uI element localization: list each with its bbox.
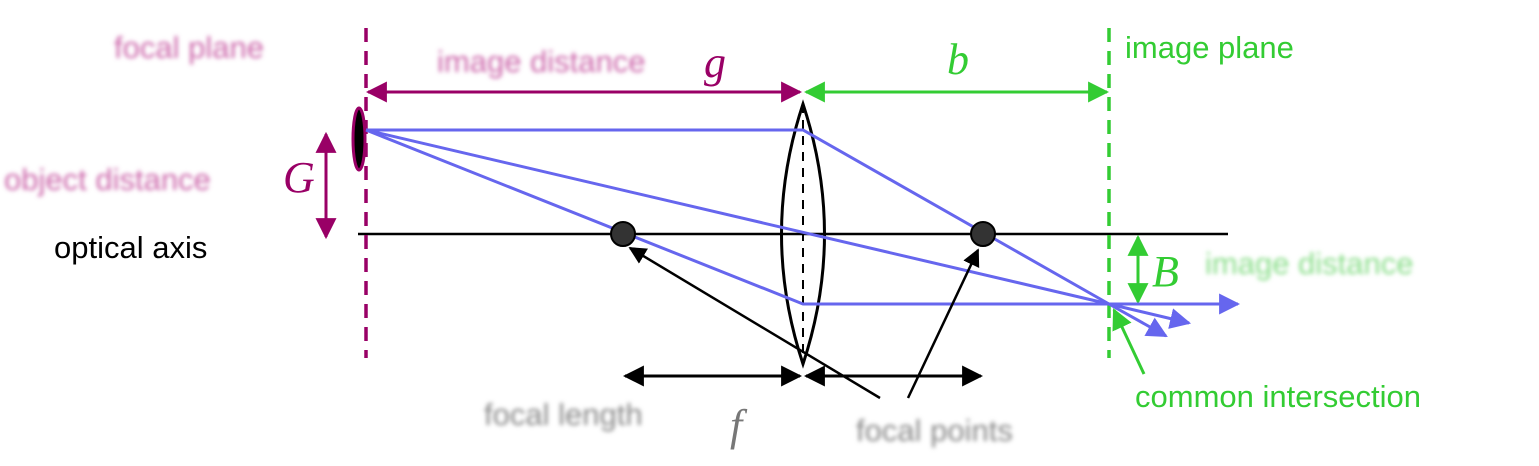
focal-point-left <box>610 221 636 247</box>
ray-parallel <box>366 128 1110 306</box>
focal-points-word-obscured: focal points <box>856 413 1013 448</box>
focal-pointer-right <box>906 248 980 399</box>
object-size-word-obscured: object distance <box>4 162 211 197</box>
ray-focal <box>365 128 1109 306</box>
focal-length-word-obscured: focal length <box>484 397 643 432</box>
focal-plane-label-obscured: focal plane <box>114 30 264 65</box>
optical-axis-label: optical axis <box>54 230 207 265</box>
image-plane-label: image plane <box>1125 30 1294 65</box>
image-distance-symbol: b <box>947 35 969 84</box>
ray-continue-2 <box>1108 302 1192 329</box>
image-size-word-obscured: image distance <box>1205 246 1414 281</box>
object-distance-word-obscured: image distance <box>437 44 646 79</box>
object-distance-symbol: g <box>704 38 726 87</box>
common-intersection-label: common intersection <box>1135 379 1421 414</box>
focal-pointer-left <box>628 246 881 400</box>
ray-central <box>365 128 1110 306</box>
intersection-pointer <box>1112 308 1146 375</box>
focal-point-right <box>970 221 996 247</box>
object-size-symbol: G <box>283 153 315 202</box>
image-size-symbol: B <box>1152 247 1179 296</box>
object-marker <box>351 106 367 172</box>
focal-length-symbol: f <box>730 401 748 450</box>
